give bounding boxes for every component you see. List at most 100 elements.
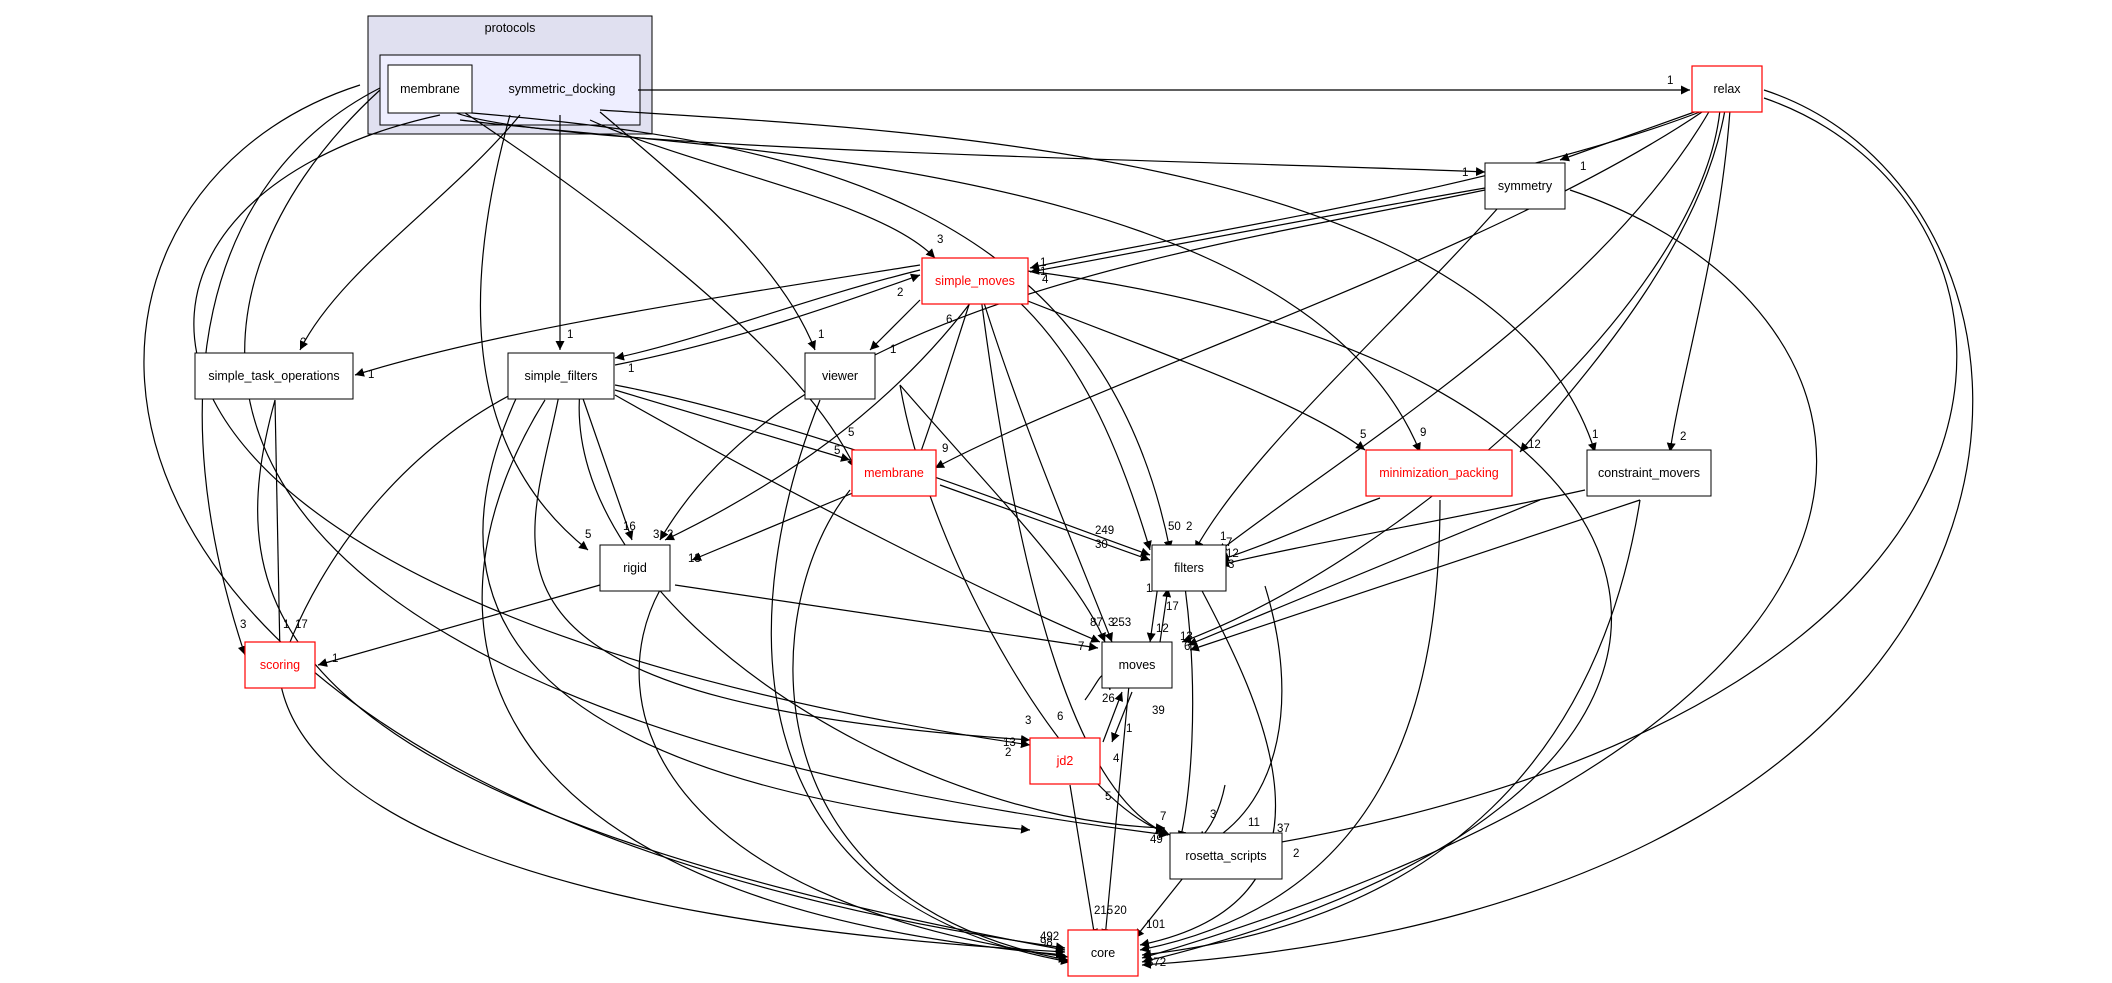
edge-label-simple-moves-filters: 50 <box>1168 521 1181 533</box>
edge-label-sd-symmetry: 1 <box>1462 167 1468 179</box>
node-label: rosetta_scripts <box>1185 849 1266 863</box>
edge-label-symmetry-simple-moves: 1 <box>1040 257 1046 269</box>
edge-label-sd-simple-filters: 1 <box>567 329 573 341</box>
node-moves[interactable]: moves <box>1101 641 1173 689</box>
edge-label-relax-minimization-packing: 12 <box>1528 439 1541 451</box>
node-label: constraint_movers <box>1598 466 1700 480</box>
edge-label-jd2-core: 215 <box>1094 905 1113 917</box>
edge-label-sd-jd2: 2 <box>1005 747 1011 759</box>
edge-label-simple-filters-membrane: 5 <box>834 445 840 457</box>
node-core[interactable]: core <box>1067 929 1139 977</box>
edge-label-moves-core: 20 <box>1114 905 1127 917</box>
node-label: simple_task_operations <box>208 369 339 383</box>
edge-label-symmetry-filters: 1 <box>1220 531 1226 543</box>
edge-label-filters-moves: 17 <box>1166 601 1179 613</box>
edge-label-membrane-rosetta-scripts: 49 <box>1150 834 1163 846</box>
edge-label-relax-jd2: 4 <box>1113 753 1120 765</box>
edge-label-simple-moves-rosetta-scripts: 37 <box>1277 823 1290 835</box>
node-label: scoring <box>260 658 300 672</box>
node-label: membrane <box>864 466 924 480</box>
node-rigid[interactable]: rigid <box>599 544 671 592</box>
node-label: membrane <box>400 82 460 96</box>
edge-label-simple-filters-simple-moves: 1 <box>628 363 634 375</box>
edges <box>143 84 1974 969</box>
edge-label-sd-simple-task-operations: 2 <box>300 337 306 349</box>
node-simple-task-operations[interactable]: simple_task_operations <box>194 352 354 400</box>
edge-label-sd-viewer: 1 <box>818 329 824 341</box>
node-label: filters <box>1174 561 1204 575</box>
edge-label-simple-moves-rigid: 2 <box>667 529 673 541</box>
node-constraint-movers[interactable]: constraint_movers <box>1586 449 1712 497</box>
edge-label-relax-constraint-movers: 2 <box>1680 431 1686 443</box>
node-filters[interactable]: filters <box>1151 544 1227 592</box>
edge-label-simple-filters-moves: 87 <box>1090 617 1103 629</box>
edge-label-membrane-rigid: 13 <box>688 553 701 565</box>
edge-label-simple-moves-simple-filters: 2 <box>897 287 903 299</box>
edge-label-moves-filters: 1 <box>1146 583 1152 595</box>
edge-label-rigid-scoring: 1 <box>332 653 338 665</box>
node-label: jd2 <box>1056 754 1074 768</box>
edge-label-relax-moves: 13 <box>1180 631 1193 643</box>
node-scoring[interactable]: scoring <box>244 641 316 689</box>
edge-label-sd-relax: 1 <box>1667 75 1673 87</box>
node-label: relax <box>1713 82 1741 96</box>
edge-label-membrane-filters: 30 <box>1095 539 1108 551</box>
edge-label-relax-filters: 7 <box>1226 537 1232 549</box>
edge-label-simple-filters-rigid: 16 <box>623 521 636 533</box>
edge-label-relax-symmetry: 1 <box>1580 161 1586 173</box>
node-label: minimization_packing <box>1379 466 1499 480</box>
edge-label-sd-constraint-movers: 1 <box>1592 429 1598 441</box>
node-rosetta-scripts[interactable]: rosetta_scripts <box>1169 832 1283 880</box>
node-minimization-packing[interactable]: minimization_packing <box>1365 449 1513 497</box>
edge-label-jd2-rosetta-scripts: 7 <box>1160 811 1166 823</box>
node-jd2[interactable]: jd2 <box>1029 737 1101 785</box>
edge-labels: 1 1 1 3 4 1 1 2 1 1 2 1 1 1 6 9 5 5 5 9 … <box>240 75 1686 969</box>
edge-label-relax-rosetta-scripts: 2 <box>1293 848 1299 860</box>
edge-label-relax-membrane: 9 <box>942 443 948 455</box>
edge-label-membrane-inner-membrane: 5 <box>848 427 854 439</box>
edge-label-scoring-core: 98 <box>1040 937 1053 949</box>
edge-label-simple-filters-jd2: 13 <box>1003 737 1016 749</box>
edge-label-membrane-moves: 253 <box>1112 617 1131 629</box>
node-relax[interactable]: relax <box>1691 65 1763 113</box>
node-label: rigid <box>623 561 647 575</box>
edge-label-constraint-movers-moves: 6 <box>1184 641 1190 653</box>
edge-label-sd-scoring: 3 <box>240 619 246 631</box>
edge-label-rosetta-scripts-core: 101 <box>1146 919 1165 931</box>
node-label: simple_filters <box>525 369 598 383</box>
node-simple-filters[interactable]: simple_filters <box>507 352 615 400</box>
node-label: core <box>1091 946 1115 960</box>
edge-label-minimization-packing-moves: 12 <box>1156 623 1169 635</box>
edge-label-sd-simple-moves: 3 <box>937 234 943 246</box>
node-label: symmetric_docking <box>509 82 616 96</box>
node-symmetry[interactable]: symmetry <box>1484 162 1566 210</box>
edge-label-membrane-core: 372 <box>1147 957 1166 969</box>
node-membrane-inner[interactable]: membrane <box>387 64 473 114</box>
edge-label-simple-moves-membrane: 6 <box>946 314 952 326</box>
node-label: viewer <box>822 369 858 383</box>
node-label: symmetry <box>1498 179 1553 193</box>
edge-label-simple-moves-moves: 3 <box>1108 617 1114 629</box>
edge-label-simple-filters-scoring: 17 <box>295 619 308 631</box>
edge-label-simple-moves-jd2: 6 <box>1057 711 1063 723</box>
edge-label-sd-minimization-packing: 9 <box>1420 427 1426 439</box>
edge-label-jd2-moves: 26 <box>1102 693 1115 705</box>
edge-label-simple-filters-filters: 249 <box>1095 525 1114 537</box>
edge-label-symmetry-rigid: 3 <box>653 529 659 541</box>
edge-label-moves-jd2: 1 <box>1126 723 1132 735</box>
node-simple-moves[interactable]: simple_moves <box>921 257 1029 305</box>
node-viewer[interactable]: viewer <box>804 352 876 400</box>
edge-label-rosetta-scripts-jd2: 5 <box>1105 791 1111 803</box>
edge-label-simple-moves-minimization-packing: 5 <box>1360 429 1366 441</box>
edge-label-constraint-movers-filters: 3 <box>1228 559 1234 571</box>
node-label: moves <box>1119 658 1156 672</box>
edge-label-rigid-moves: 7 <box>1078 641 1084 653</box>
edge-label-membrane-jd2: 3 <box>1025 715 1031 727</box>
node-membrane[interactable]: membrane <box>851 449 937 497</box>
node-label: simple_moves <box>935 274 1015 288</box>
edge-label-filters-rosetta-scripts: 3 <box>1210 809 1216 821</box>
edge-label-simple-task-operations-scoring: 1 <box>283 619 289 631</box>
edge-label-relax-simple-moves: 4 <box>1042 274 1049 286</box>
node-symmetric-docking[interactable]: symmetric_docking <box>509 82 616 96</box>
